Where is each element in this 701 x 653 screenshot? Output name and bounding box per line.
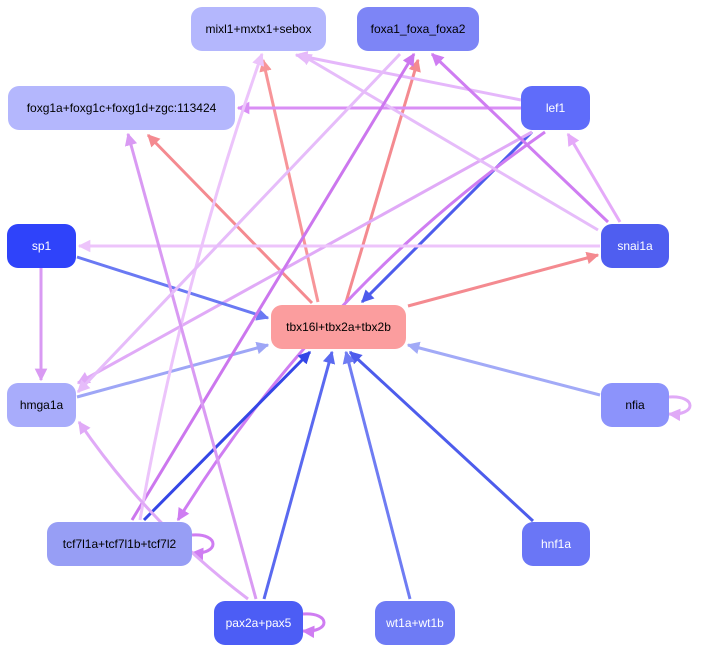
edge-foxa-to-hmga1a — [76, 52, 402, 394]
edge-tcf7-to-mixl — [138, 52, 265, 521]
edge-pax2a-to-pax2a — [301, 612, 326, 639]
node-box-foxg — [8, 86, 235, 130]
edge-pax2a-to-foxg — [124, 132, 258, 600]
node-nfia: nfia — [601, 383, 669, 427]
edge-tbx-to-snai1a — [407, 251, 600, 308]
node-box-hnf1a — [522, 522, 590, 566]
node-mixl: mixl1+mxtx1+sebox — [191, 7, 326, 51]
node-pax2a: pax2a+pax5 — [214, 601, 303, 645]
node-box-hmga1a — [7, 383, 76, 427]
edge-hmga1a-to-tbx — [76, 341, 270, 399]
node-label-tcf7: tcf7l1a+tcf7l1b+tcf7l2 — [63, 537, 177, 551]
edge-wt1a-to-tbx — [342, 350, 412, 600]
node-foxg: foxg1a+foxg1c+foxg1d+zgc:113424 — [8, 86, 235, 130]
nodes-layer: mixl1+mxtx1+sebox foxa1_foxa_foxa2 foxg1a+… — [7, 7, 669, 645]
node-box-lef1 — [521, 86, 590, 130]
node-box-wt1a — [375, 601, 455, 645]
edge-hnf1a-to-tbx — [348, 350, 535, 523]
edge-snai1a-to-foxa — [430, 52, 610, 224]
edge-pax2a-to-tbx — [262, 350, 336, 600]
node-label-pax2a: pax2a+pax5 — [226, 616, 292, 630]
node-box-foxa — [357, 7, 479, 51]
node-tbx: tbx16l+tbx2a+tbx2b — [271, 305, 406, 349]
node-hmga1a: hmga1a — [7, 383, 76, 427]
node-label-mixl: mixl1+mxtx1+sebox — [205, 22, 311, 36]
edge-snai1a-to-lef1 — [566, 132, 622, 223]
node-box-sp1 — [7, 224, 76, 268]
edge-snai1a-to-mixl — [298, 52, 599, 232]
edges-layer — [34, 51, 692, 639]
edge-lef1-to-hmga1a — [76, 130, 533, 385]
node-snai1a: snai1a — [601, 224, 669, 268]
node-hnf1a: hnf1a — [522, 522, 590, 566]
node-label-tbx: tbx16l+tbx2a+tbx2b — [286, 320, 391, 334]
node-label-foxa: foxa1_foxa_foxa2 — [371, 22, 466, 36]
node-wt1a: wt1a+wt1b — [375, 601, 455, 645]
node-tcf7: tcf7l1a+tcf7l1b+tcf7l2 — [47, 522, 192, 566]
edge-lef1-to-mixl — [294, 51, 522, 102]
node-label-nfia: nfia — [625, 398, 645, 412]
node-label-foxg: foxg1a+foxg1c+foxg1d+zgc:113424 — [27, 101, 217, 115]
edge-nfia-to-nfia — [667, 395, 692, 422]
edge-tcf7-to-tbx — [142, 350, 312, 522]
node-box-tbx — [271, 305, 406, 349]
node-label-sp1: sp1 — [32, 239, 52, 253]
node-box-pax2a — [214, 601, 303, 645]
node-box-mixl — [191, 7, 326, 51]
node-box-snai1a — [601, 224, 669, 268]
node-label-snai1a: snai1a — [617, 239, 653, 253]
node-label-hnf1a: hnf1a — [541, 537, 571, 551]
node-box-nfia — [601, 383, 669, 427]
node-label-wt1a: wt1a+wt1b — [385, 616, 444, 630]
node-box-tcf7 — [47, 522, 192, 566]
edge-tbx-to-foxg — [146, 133, 314, 305]
node-sp1: sp1 — [7, 224, 76, 268]
edge-nfia-to-tbx — [406, 341, 601, 397]
node-label-lef1: lef1 — [546, 101, 566, 115]
node-foxa: foxa1_foxa_foxa2 — [357, 7, 479, 51]
edge-tcf7-to-foxa — [130, 52, 416, 521]
node-lef1: lef1 — [521, 86, 590, 130]
edge-sp1-to-tbx — [76, 255, 270, 321]
edge-tbx-to-foxa — [344, 58, 421, 303]
edge-pax2a-to-hmga1a — [77, 420, 249, 601]
edge-tbx-to-mixl — [259, 58, 320, 303]
edge-tcf7-to-tcf7 — [190, 533, 215, 561]
node-label-hmga1a: hmga1a — [20, 398, 64, 412]
